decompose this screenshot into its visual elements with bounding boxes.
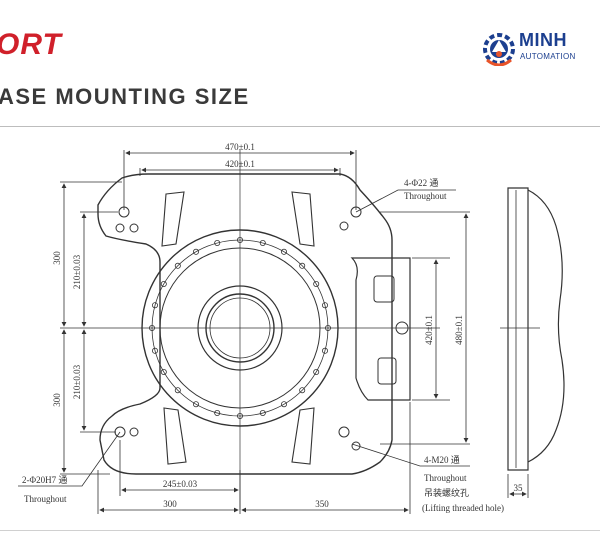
logo-name: MINH: [519, 30, 567, 50]
dim-bottom-350: 350: [315, 499, 329, 509]
dim-left-210-bottom: 210±0.03: [72, 364, 82, 399]
dim-top-outer: 470±0.1: [225, 142, 255, 152]
flange-bolt-hole: [192, 401, 199, 408]
flange-bolt-hole: [280, 401, 287, 408]
flange-bolt-hole: [313, 280, 320, 287]
dimension-left: [60, 181, 122, 475]
slot-top-right: [291, 191, 315, 247]
lug-slot-upper: [373, 275, 395, 303]
flange-bolt-hole: [321, 302, 328, 309]
dim-left-210-top: 210±0.03: [72, 254, 82, 289]
leader-bottom-right: [351, 443, 470, 467]
slot-top-left: [161, 191, 185, 247]
callout-bottom-right-en: (Lifting threaded hole): [422, 503, 504, 513]
dim-side-35: 35: [514, 483, 524, 493]
header-divider: [0, 126, 600, 127]
lug-slot-lower: [377, 357, 397, 385]
callout-bottom-left-spec: 2-Φ20H7 通: [22, 475, 67, 485]
dimension-side: [507, 474, 529, 498]
flange-bolt-hole: [299, 262, 306, 269]
slot-bottom-right: [291, 407, 315, 465]
hole-bottom-right-b: [351, 441, 361, 451]
leader-top-right: [355, 189, 456, 213]
dim-left-300-bottom: 300: [52, 393, 62, 407]
page-title: ASE MOUNTING SIZE: [0, 84, 250, 109]
flange-bolt-hole: [313, 368, 320, 375]
corner-holes: [114, 206, 362, 451]
flange-bolt-hole: [174, 387, 181, 394]
hole-bottom-right: [338, 426, 350, 438]
dim-top-inner: 420±0.1: [225, 159, 255, 169]
flange-bolt-holes: [148, 236, 331, 419]
dimension-top-outer: [123, 150, 357, 210]
dimension-right: [380, 211, 470, 445]
callout-bottom-left-note: Throughout: [24, 494, 67, 504]
flange-bolt-hole: [259, 409, 266, 416]
flange-bolt-hole: [192, 248, 199, 255]
mounting-drawing: 470±0.1 420±0.1 300 300 210±0.03 210±0.0…: [18, 142, 565, 514]
footer-divider: [0, 530, 600, 531]
gear-robot-icon: [483, 33, 515, 66]
callout-top-right-spec: 4-Φ22 通: [404, 178, 438, 188]
hole-top-right-b: [339, 221, 349, 231]
dimension-top-inner: [139, 167, 341, 176]
side-view-profile: [507, 187, 529, 471]
logo-subtitle: AUTOMATION: [520, 52, 576, 61]
callout-bottom-right-note: Throughout: [424, 473, 467, 483]
dim-right-420: 420±0.1: [424, 315, 434, 345]
centre-lines: [60, 150, 540, 510]
flange-bolt-hole: [160, 368, 167, 375]
flange-bolt-hole: [214, 239, 221, 246]
flange-bolt-hole: [321, 347, 328, 354]
flange-bolt-hole: [174, 262, 181, 269]
hole-bottom-left-b: [129, 427, 139, 437]
side-view-body: [527, 189, 565, 463]
hole-top-left-b: [115, 223, 125, 233]
callout-bottom-right-cn: 吊装螺纹孔: [424, 487, 469, 498]
flange-bolt-hole: [214, 409, 221, 416]
callout-top-right-note: Throughout: [404, 191, 447, 201]
dim-left-300-top: 300: [52, 251, 62, 265]
callout-bottom-right-spec: 4-M20 通: [424, 455, 460, 465]
leader-bottom-left: [18, 431, 121, 487]
company-logo: MINH AUTOMATION: [482, 30, 600, 74]
flange-bolt-hole: [160, 280, 167, 287]
dimension-bottom: [97, 402, 411, 514]
brand-fragment: ORT: [0, 28, 62, 61]
flange-bolt-hole: [259, 239, 266, 246]
base-plate-outline: [97, 173, 393, 475]
right-lug: [350, 257, 411, 401]
flange-bolt-hole: [151, 347, 158, 354]
flange-bolt-hole: [151, 302, 158, 309]
dim-bottom-300: 300: [163, 499, 177, 509]
flange-bolt-hole: [299, 387, 306, 394]
dim-right-480: 480±0.1: [454, 315, 464, 345]
flange-bolt-hole: [280, 248, 287, 255]
hole-top-left-c: [129, 223, 139, 233]
dim-bottom-245: 245±0.03: [163, 479, 198, 489]
slot-bottom-left: [163, 407, 187, 465]
